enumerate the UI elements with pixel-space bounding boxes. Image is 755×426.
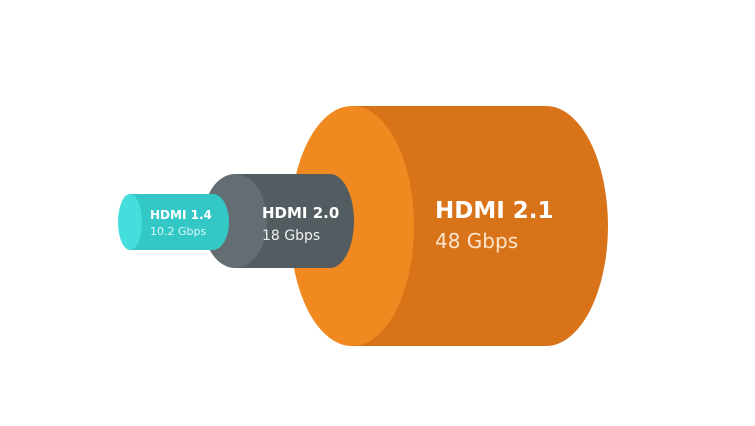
hdmi-2-0-name: HDMI 2.0 [262, 204, 339, 222]
hdmi-1-4-cylinder: HDMI 1.4 10.2 Gbps [118, 194, 229, 250]
hdmi-2-1-cylinder-body [352, 106, 608, 346]
hdmi-2-1-speed: 48 Gbps [435, 229, 518, 253]
hdmi-2-0-cylinder: HDMI 2.0 18 Gbps [203, 174, 354, 268]
hdmi-2-0-cylinder-body [235, 174, 354, 268]
hdmi-1-4-name: HDMI 1.4 [150, 208, 212, 222]
hdmi-2-1-name: HDMI 2.1 [435, 198, 554, 224]
hdmi-1-4-cylinder-face [118, 194, 142, 250]
hdmi-2-0-speed: 18 Gbps [262, 228, 320, 244]
hdmi-1-4-speed: 10.2 Gbps [150, 225, 206, 238]
hdmi-1-4-cylinder-body [130, 194, 229, 250]
